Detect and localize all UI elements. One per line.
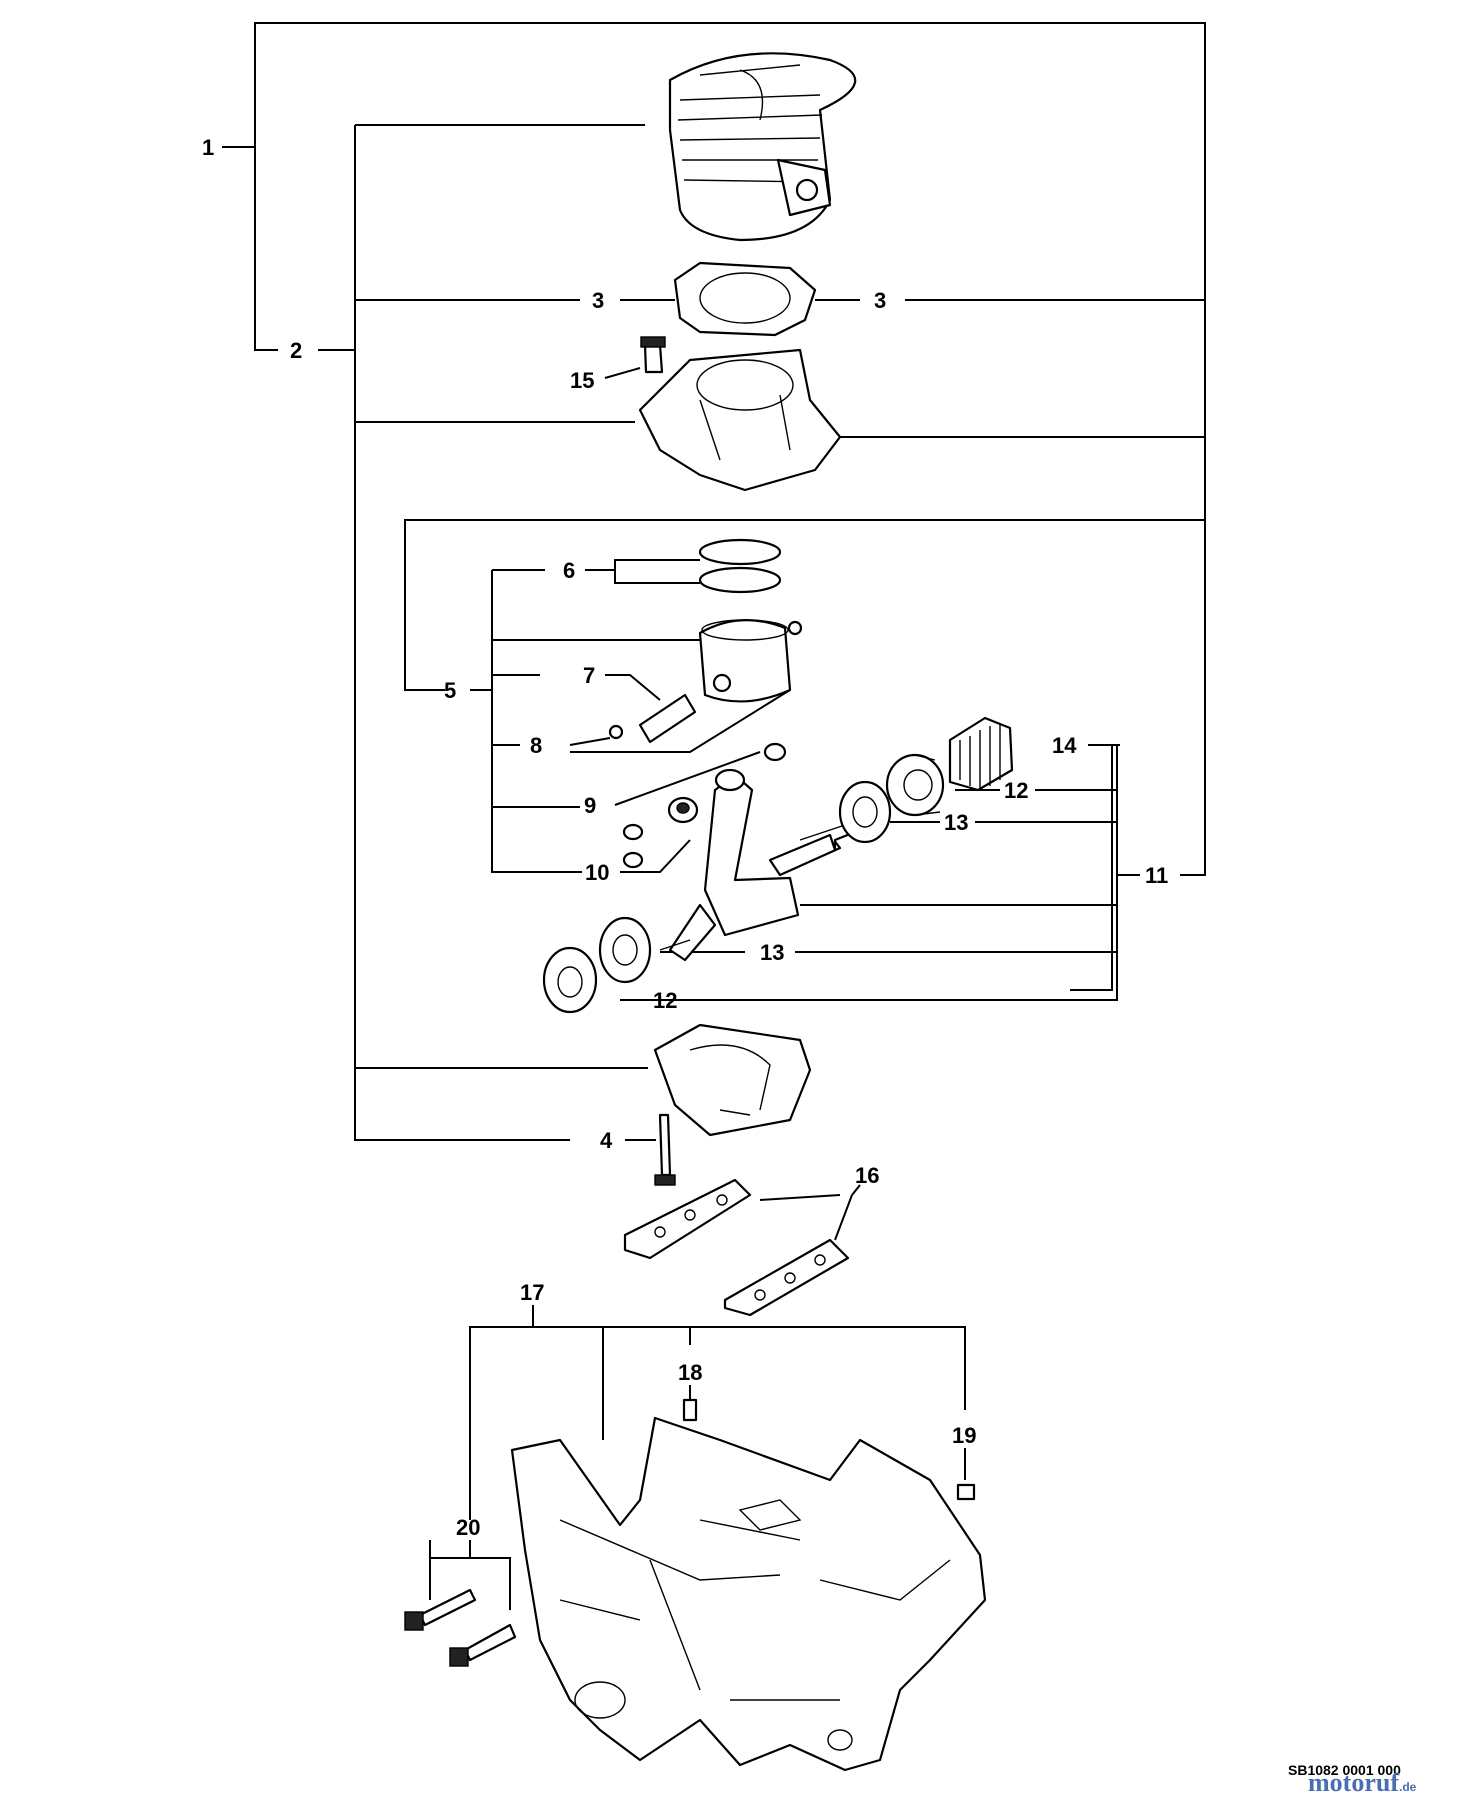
callout-9: 9 — [584, 793, 596, 818]
callout-17: 17 — [520, 1280, 544, 1305]
watermark-suffix: .de — [1398, 1780, 1417, 1794]
pin-18-part — [682, 1398, 698, 1422]
bearing-13-left-part — [598, 916, 652, 984]
spring-14-part — [948, 716, 1014, 792]
circlip-8-part — [608, 620, 803, 740]
bolt-20-left-part — [404, 1588, 477, 1631]
leader-lines — [222, 22, 1206, 1610]
screw-15-part — [640, 336, 666, 374]
bolt-4-part — [654, 1113, 676, 1186]
callout-20: 20 — [456, 1515, 480, 1540]
callout-12-upper: 12 — [1004, 778, 1028, 803]
callout-13-upper: 13 — [944, 810, 968, 835]
callout-4: 4 — [600, 1128, 613, 1153]
crankcase-upper-part — [638, 348, 842, 492]
piston-pin-part — [638, 693, 697, 744]
callout-10: 10 — [585, 860, 609, 885]
bearing-13-right-part — [838, 780, 892, 844]
plug-19-part — [956, 1483, 976, 1501]
callout-15: 15 — [570, 368, 594, 393]
bolt-20-right-part — [449, 1623, 517, 1667]
callout-8: 8 — [530, 733, 542, 758]
cylinder-part — [668, 52, 857, 242]
plate-16-lower-part — [723, 1238, 850, 1317]
callout-14: 14 — [1052, 733, 1077, 758]
reference-code: SB1082 0001 000 — [1288, 1762, 1401, 1778]
crankcase-lower-part — [653, 1023, 812, 1137]
callout-12-lower: 12 — [653, 988, 677, 1013]
callout-18: 18 — [678, 1360, 702, 1385]
cylinder-gasket-part — [673, 261, 817, 337]
callout-3-right: 3 — [874, 288, 886, 313]
callout-1: 1 — [202, 135, 214, 160]
callout-16: 16 — [855, 1163, 879, 1188]
seal-12-left-part — [542, 946, 598, 1014]
seal-12-right-part — [885, 753, 945, 817]
callout-5: 5 — [444, 678, 456, 703]
crankcase-housing-part — [510, 1416, 987, 1772]
watermark-logo: motoruf.de — [1308, 1768, 1416, 1798]
callout-13-lower: 13 — [760, 940, 784, 965]
watermark-text: motoruf — [1308, 1768, 1399, 1797]
callout-6: 6 — [563, 558, 575, 583]
washer-9-part — [622, 742, 787, 869]
callout-3-left: 3 — [592, 288, 604, 313]
piston-part — [698, 619, 792, 703]
callout-7: 7 — [583, 663, 595, 688]
callout-11: 11 — [1145, 863, 1168, 888]
callout-labels: 1 2 3 3 15 6 5 7 8 14 12 9 13 10 11 13 1… — [202, 135, 1168, 1540]
needle-bearing-part — [667, 796, 699, 824]
piston-rings-part — [698, 538, 782, 594]
callout-2: 2 — [290, 338, 302, 363]
crankshaft-part — [659, 768, 866, 962]
plate-16-upper-part — [623, 1178, 752, 1260]
callout-19: 19 — [952, 1423, 976, 1448]
